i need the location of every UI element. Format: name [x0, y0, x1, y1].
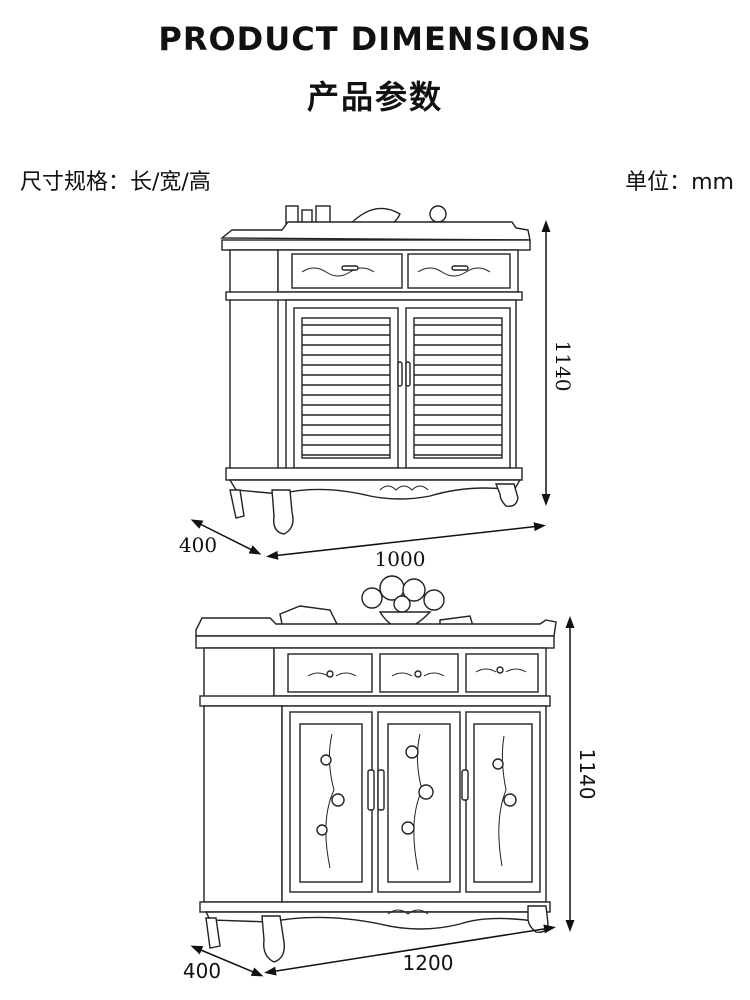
side-panel-2	[203, 705, 283, 903]
leg-2-front-left	[261, 915, 285, 963]
leg-back-left	[229, 489, 245, 519]
side-panel	[229, 249, 279, 481]
cabinet-1-width: 1000	[375, 547, 426, 571]
cabinet-1-height: 1140	[551, 341, 575, 392]
top-gallery-2	[195, 617, 557, 637]
top-board-2	[195, 635, 555, 649]
top-gallery	[220, 221, 531, 241]
drawer-right	[407, 253, 511, 289]
painted-door-right	[465, 711, 541, 893]
width-line-1	[266, 522, 546, 560]
depth-line-1	[190, 519, 262, 555]
title-english: PRODUCT DIMENSIONS	[158, 20, 592, 58]
depth-line-2	[190, 945, 264, 977]
leg-front-right	[494, 483, 519, 508]
cabinet-2-width: 1200	[403, 951, 454, 975]
cabinet-2-illustration	[195, 575, 557, 963]
width-line-2	[264, 924, 556, 976]
cabinet-1-illustration	[220, 205, 531, 535]
unit-label: 单位：mm	[625, 170, 734, 195]
cabinet-2-height: 1140	[575, 749, 599, 800]
cabinet-1-depth: 400	[179, 533, 217, 557]
cabinet-2-dimensions	[190, 616, 575, 977]
leg-front-left	[271, 489, 294, 535]
top-board	[221, 239, 531, 251]
size-spec-label: 尺寸规格：长/宽/高	[20, 170, 211, 195]
leg-2-back-left	[205, 917, 221, 949]
title-chinese: 产品参数	[306, 78, 443, 116]
cabinet-2-depth: 400	[183, 959, 221, 983]
cabinet-1-dimensions	[190, 220, 551, 560]
drawer-left	[291, 253, 403, 289]
